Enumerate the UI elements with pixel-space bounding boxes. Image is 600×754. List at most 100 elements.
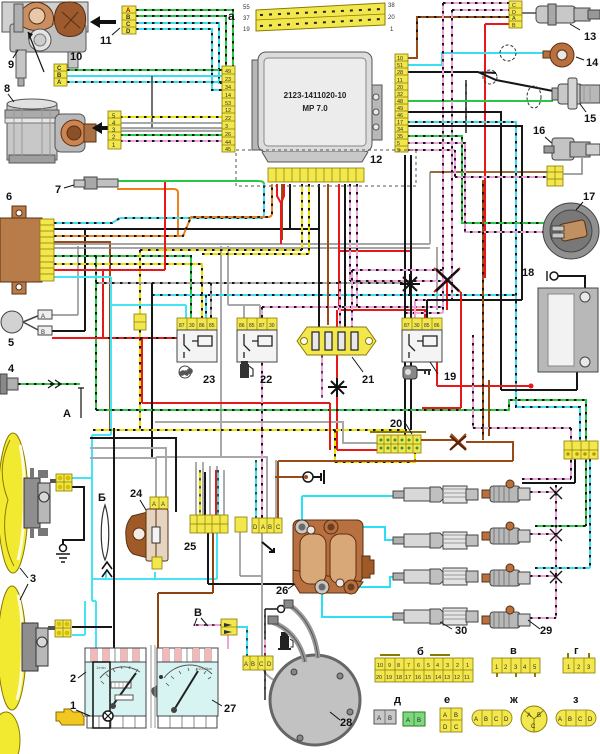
svg-text:5: 5 <box>397 141 400 147</box>
svg-text:16: 16 <box>533 125 545 137</box>
svg-text:8: 8 <box>397 663 400 669</box>
svg-text:x1000km: x1000km <box>196 666 213 671</box>
svg-text:В: В <box>194 607 202 619</box>
svg-text:13: 13 <box>584 31 596 43</box>
svg-text:A: A <box>41 314 45 320</box>
svg-text:10: 10 <box>70 51 82 63</box>
svg-text:6: 6 <box>417 663 420 669</box>
svg-text:11: 11 <box>464 675 470 681</box>
svg-text:30: 30 <box>455 625 467 637</box>
svg-text:4: 4 <box>523 665 527 671</box>
svg-text:B: B <box>454 713 458 719</box>
svg-text:D: D <box>253 525 258 531</box>
svg-text:17: 17 <box>397 120 403 126</box>
svg-text:д: д <box>394 694 401 706</box>
svg-text:B: B <box>537 713 541 719</box>
svg-text:г: г <box>574 645 579 657</box>
svg-text:24: 24 <box>130 488 143 500</box>
svg-text:15: 15 <box>584 113 596 125</box>
svg-text:4: 4 <box>8 363 15 375</box>
svg-text:55: 55 <box>243 5 250 11</box>
svg-text:2: 2 <box>504 665 508 671</box>
svg-text:20: 20 <box>397 85 403 91</box>
svg-text:23: 23 <box>203 374 215 386</box>
svg-text:21: 21 <box>362 374 374 386</box>
svg-text:a: a <box>228 9 235 23</box>
svg-text:19: 19 <box>243 27 250 33</box>
svg-text:30: 30 <box>269 323 275 329</box>
svg-text:14: 14 <box>435 675 441 681</box>
svg-text:1: 1 <box>466 663 469 669</box>
svg-text:C: C <box>454 725 459 731</box>
svg-text:1: 1 <box>495 665 499 671</box>
svg-text:6: 6 <box>6 191 12 203</box>
svg-text:5: 5 <box>112 114 116 120</box>
svg-text:B: B <box>484 717 488 723</box>
svg-text:85: 85 <box>209 323 215 329</box>
svg-text:25: 25 <box>184 541 196 553</box>
svg-text:1: 1 <box>70 700 76 712</box>
svg-text:5: 5 <box>8 337 14 349</box>
svg-text:20: 20 <box>376 675 382 681</box>
svg-text:38: 38 <box>388 3 395 9</box>
svg-text:в: в <box>510 645 517 657</box>
svg-text:3: 3 <box>225 124 228 130</box>
svg-text:86: 86 <box>239 323 245 329</box>
svg-text:34: 34 <box>397 127 403 133</box>
svg-text:20: 20 <box>388 15 395 21</box>
svg-text:B: B <box>57 73 62 79</box>
svg-text:е: е <box>444 694 450 706</box>
svg-text:12: 12 <box>370 154 382 166</box>
svg-text:5: 5 <box>533 665 537 671</box>
svg-text:86: 86 <box>199 323 205 329</box>
svg-text:C: C <box>531 724 536 730</box>
svg-text:34: 34 <box>225 85 231 91</box>
svg-text:9: 9 <box>397 148 400 154</box>
svg-text:13: 13 <box>444 675 450 681</box>
svg-text:D: D <box>267 662 272 668</box>
svg-text:C: C <box>276 525 281 531</box>
svg-text:A: A <box>57 80 62 86</box>
svg-text:20: 20 <box>390 418 402 430</box>
svg-text:28: 28 <box>397 70 403 76</box>
svg-text:ж: ж <box>509 694 518 706</box>
svg-text:11: 11 <box>397 78 403 84</box>
svg-text:3: 3 <box>112 128 116 134</box>
svg-text:11: 11 <box>100 35 112 47</box>
svg-text:D: D <box>588 717 593 723</box>
svg-text:A: A <box>63 408 71 420</box>
svg-text:A: A <box>161 502 165 508</box>
svg-text:30: 30 <box>414 323 420 329</box>
svg-text:86: 86 <box>434 323 440 329</box>
svg-text:B: B <box>512 23 516 29</box>
svg-text:85: 85 <box>249 323 255 329</box>
svg-text:5: 5 <box>427 663 430 669</box>
svg-text:B: B <box>41 330 45 336</box>
svg-text:3: 3 <box>587 665 591 671</box>
svg-text:з: з <box>573 694 579 706</box>
svg-text:1: 1 <box>390 27 394 33</box>
svg-text:3: 3 <box>514 665 518 671</box>
svg-text:2: 2 <box>456 663 459 669</box>
svg-text:3: 3 <box>446 663 449 669</box>
svg-text:12: 12 <box>225 108 231 114</box>
svg-text:D: D <box>504 717 509 723</box>
svg-text:87: 87 <box>259 323 265 329</box>
svg-text:16: 16 <box>415 675 421 681</box>
svg-text:9: 9 <box>8 59 14 71</box>
svg-text:35: 35 <box>397 134 403 140</box>
svg-text:1: 1 <box>567 665 571 671</box>
svg-text:18: 18 <box>396 675 402 681</box>
svg-text:14: 14 <box>586 57 599 69</box>
svg-text:15: 15 <box>425 675 431 681</box>
svg-text:1/min: 1/min <box>96 665 106 670</box>
svg-text:19: 19 <box>444 371 456 383</box>
svg-text:85: 85 <box>424 323 430 329</box>
svg-text:14: 14 <box>225 93 231 99</box>
svg-text:A: A <box>244 662 248 668</box>
svg-text:17: 17 <box>405 675 411 681</box>
svg-text:B: B <box>568 717 572 723</box>
svg-text:D: D <box>126 29 131 35</box>
svg-text:2: 2 <box>70 673 76 685</box>
svg-text:49: 49 <box>225 69 231 75</box>
